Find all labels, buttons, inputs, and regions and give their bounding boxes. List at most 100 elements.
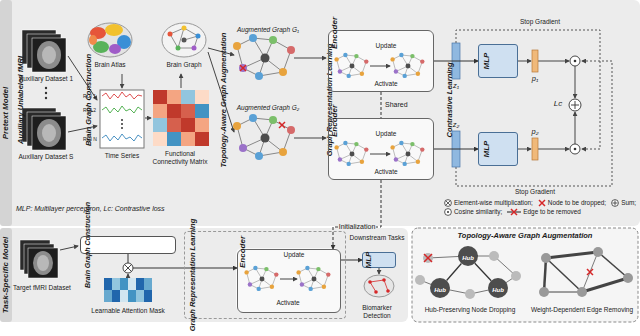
- fc-matrix: [153, 118, 167, 132]
- node-text: Hub: [489, 284, 507, 293]
- graph-illustration: [240, 65, 246, 71]
- augmentation-example: [424, 254, 432, 262]
- multiply-symbol: [446, 201, 450, 205]
- fc-matrix: [195, 90, 209, 104]
- flow-arrow: [538, 61, 569, 62]
- augmentation-example: [415, 247, 633, 299]
- annotation-label: Weight-Dependent Edge Removing: [526, 306, 638, 314]
- legend-item: Cosine similarity;: [444, 208, 502, 216]
- stage-section: Brain Graph Construction: [81, 2, 214, 198]
- graph-illustration: [240, 65, 285, 128]
- hub-node: Hub: [430, 278, 450, 298]
- panel-fill: [0, 0, 640, 322]
- attention-mask: [136, 290, 144, 302]
- flow-arrow: [128, 274, 129, 278]
- annotation-label: Brain Graph: [158, 61, 210, 69]
- stage-section: Graph Representation LearningEncoder: [184, 231, 346, 319]
- flow-arrow: [294, 138, 326, 139]
- brain-graph: [162, 23, 206, 57]
- biomarker-brain: [382, 278, 386, 282]
- graph-illustration: [279, 122, 285, 128]
- graph-illustration: [334, 53, 368, 78]
- legend-text: Element-wise multiplication;: [454, 199, 533, 207]
- drop-mark: [539, 200, 545, 206]
- annotation-label: z₁: [447, 81, 465, 90]
- fmri-stack: [42, 46, 56, 64]
- brain-graph: [170, 28, 198, 48]
- cosine-symbol: [444, 208, 452, 216]
- panel-fill: [0, 0, 12, 226]
- stop-gradient-line: [456, 30, 612, 186]
- multiply-symbol: [125, 265, 132, 272]
- stage-section: Auxiliary Unlabeled fMRI: [13, 2, 79, 198]
- connector: [341, 260, 362, 261]
- fc-matrix: [153, 132, 167, 146]
- biomarker-brain: [386, 289, 390, 293]
- attention-mask: [128, 290, 136, 302]
- hub-node: Hub: [458, 246, 478, 266]
- sum-symbol: [612, 200, 619, 207]
- fmri-stack: [33, 251, 53, 275]
- fmri-stack: [37, 119, 61, 147]
- drop-mark: [538, 199, 546, 207]
- fmri-stack: [32, 38, 66, 72]
- annotation-label: Learnable Attention Mask: [80, 307, 176, 315]
- biomarker-brain: [370, 280, 384, 282]
- flow-arrow: [181, 74, 182, 88]
- annotation-label: Time Series: [92, 152, 152, 160]
- annotation-label: Stop Gradient: [505, 188, 565, 196]
- annotation-label: MLP: Multilayer perceptron, Lᴄ: Contrast…: [16, 205, 165, 213]
- graph-illustration: [334, 141, 368, 166]
- node-text: Graph Representation Learning: [186, 215, 197, 336]
- stop-gradient-line: [456, 61, 612, 186]
- connector: [381, 92, 382, 118]
- multiply-symbol: [123, 263, 133, 273]
- flow-arrow: [379, 268, 380, 274]
- flow-arrow: [294, 58, 326, 59]
- augmentation-example: [582, 252, 598, 292]
- multiply-symbol: [445, 200, 452, 207]
- annotation-label: z₂: [447, 120, 465, 129]
- hub-node: Hub: [488, 278, 508, 298]
- drop-mark: [539, 200, 545, 206]
- node-text: Brain Graph Construction: [84, 202, 91, 288]
- brain-atlas: [105, 24, 123, 36]
- annotation-label: Update: [366, 42, 406, 50]
- node-text: Brain Graph Construction: [81, 51, 93, 149]
- fmri-stack: [45, 97, 47, 99]
- graph-illustration: [390, 53, 424, 78]
- node-text: MLP: [480, 50, 491, 73]
- flow-arrow: [280, 279, 297, 280]
- brain-graph: [196, 34, 201, 39]
- time-series: [100, 90, 144, 148]
- annotation-label: Downstream Tasks: [348, 234, 406, 242]
- attention-mask: [120, 278, 128, 290]
- augmentation-example: [544, 258, 546, 292]
- flow-arrow: [122, 74, 123, 88]
- fmri-stack: [32, 116, 66, 150]
- augmentation-example: [598, 252, 628, 278]
- flow-arrow: [145, 118, 151, 119]
- annotation-label: Brain Atlas: [84, 61, 136, 69]
- time-series: [121, 119, 123, 121]
- biomarker-brain: [364, 275, 394, 297]
- augmentation-example: [587, 269, 593, 275]
- attention-mask: [104, 278, 152, 302]
- time-series: [102, 106, 142, 113]
- legend-item: Edge to be removed: [507, 208, 581, 216]
- augmentation-example: [546, 252, 598, 258]
- legend-text: Node to be dropped;: [548, 199, 606, 207]
- node-text: Topology-Aware Graph Augmentation: [412, 228, 638, 240]
- multiply-symbol: [125, 265, 132, 272]
- panel-fill: [236, 248, 340, 312]
- fc-matrix: [195, 104, 209, 118]
- graph-illustration: [233, 114, 295, 160]
- fc-matrix: [181, 104, 195, 118]
- fc-matrix: [181, 118, 195, 132]
- augmentation-example: [424, 254, 432, 262]
- annotation-label: p₂: [526, 127, 544, 136]
- node-text: Hub: [459, 252, 477, 261]
- connector: [128, 254, 237, 268]
- stage-section: Contrastive LearningMLPMLP: [442, 2, 638, 198]
